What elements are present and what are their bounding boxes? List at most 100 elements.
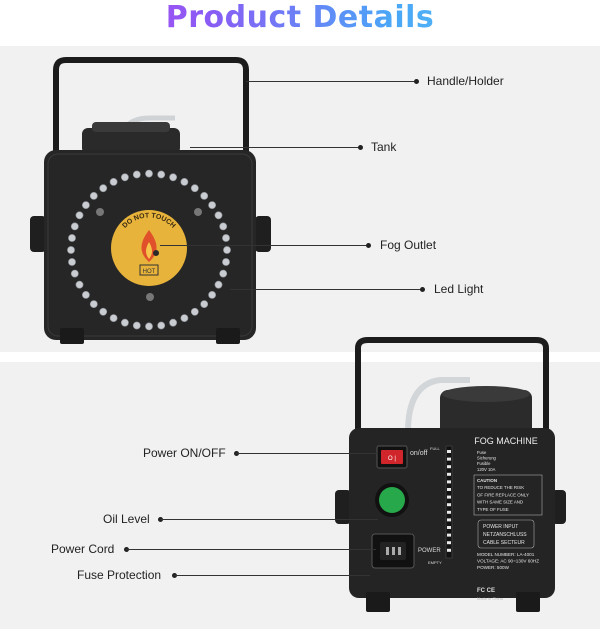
spec-line: MODEL NUMBER: LA-4001 — [477, 552, 535, 557]
callout-tank: Tank — [371, 140, 397, 154]
callout-handle: Handle/Holder — [427, 74, 504, 88]
page-title: Product Details — [0, 0, 600, 40]
caution-line: OF FIRE REPLACE ONLY — [477, 492, 529, 497]
led-bulb — [169, 173, 177, 182]
left-knob — [335, 490, 351, 524]
callout-fog-outlet: Fog Outlet — [380, 238, 437, 252]
tank-dot — [358, 145, 363, 150]
full-label: FULL — [430, 446, 441, 451]
level-mark — [447, 495, 451, 499]
led-bulb — [200, 191, 209, 200]
fog-outlet-leader — [160, 245, 368, 246]
caution-line: WITH SAME SIZE AND — [477, 500, 523, 505]
led-ring — [67, 169, 231, 331]
right-knob — [552, 490, 566, 524]
led-bulb — [109, 314, 118, 322]
power-input-box — [477, 519, 535, 549]
right-knob — [255, 216, 271, 252]
led-bulb — [99, 184, 108, 193]
back-title: FOG MACHINE — [474, 436, 538, 446]
led-bulb — [75, 280, 84, 289]
handle — [53, 57, 249, 164]
fog-outlet-dot — [366, 243, 371, 248]
cert-marks: FC CE — [477, 588, 495, 594]
hot-icon — [139, 264, 159, 276]
level-mark — [447, 533, 451, 537]
led-bulb — [222, 258, 230, 266]
level-mark — [447, 503, 451, 507]
led-bulb — [214, 280, 223, 289]
led-bulb — [223, 246, 231, 254]
fuse-line: 120V 10A — [477, 467, 496, 472]
fuse-line: Fusible — [477, 461, 491, 466]
caution-line: TYPE OF FUSE — [477, 507, 509, 512]
led-bulb — [132, 321, 141, 330]
level-mark — [447, 510, 451, 514]
led-bulb — [145, 322, 153, 331]
led-bulb — [121, 173, 129, 182]
led-bulb — [219, 269, 228, 278]
led-bulb — [190, 184, 199, 193]
level-mark — [447, 548, 451, 552]
level-mark — [447, 518, 451, 522]
screw — [146, 293, 154, 301]
oil-level-leader — [160, 519, 378, 520]
level-mark — [447, 480, 451, 484]
handle-leader — [246, 81, 416, 82]
spec-line: VOLTAGE: AC 90~130V 60HZ — [477, 558, 539, 563]
fuse-leader — [174, 575, 370, 576]
led-bulb — [200, 300, 209, 308]
level-gauge — [445, 445, 453, 559]
led-bulb — [70, 222, 79, 231]
screw — [194, 208, 202, 216]
led-bulb — [190, 307, 199, 316]
led-bulb — [157, 321, 166, 330]
left-knob — [30, 216, 46, 252]
level-mark — [447, 457, 451, 461]
led-dot — [420, 287, 425, 292]
level-marks — [447, 450, 451, 552]
fuse-line: Fuse — [477, 450, 487, 455]
level-mark — [447, 450, 451, 453]
handle — [355, 337, 549, 440]
led-bulb — [68, 258, 76, 266]
fuse-line: Sicherung — [477, 456, 497, 461]
led-bulb — [99, 307, 108, 316]
led-bulb — [82, 290, 90, 299]
led-bulb — [208, 290, 216, 299]
screw — [96, 208, 104, 216]
level-mark — [447, 465, 451, 469]
led-bulb — [89, 191, 98, 200]
caution-line: TO REDUCE THE RISK — [477, 485, 524, 490]
power-input-line: NETZANSCHLUSS — [483, 532, 527, 538]
led-bulb — [132, 170, 141, 179]
led-bulb — [157, 170, 166, 179]
callout-oil-level: Oil Level — [103, 512, 150, 526]
power-switch-leader — [236, 453, 378, 454]
led-bulb — [68, 234, 76, 242]
level-mark — [447, 541, 451, 545]
on-off-label: on/off — [410, 450, 427, 457]
tank-leader — [190, 147, 360, 148]
led-bulb — [89, 300, 98, 308]
led-bulb — [169, 318, 177, 327]
led-bulb — [180, 177, 189, 186]
led-bulb — [67, 246, 75, 254]
tank — [440, 390, 532, 436]
spec-line: POWER: 500W — [477, 565, 510, 570]
handle-dot — [414, 79, 419, 84]
power-input-line: CABLE SECTEUR — [483, 540, 525, 546]
level-mark — [447, 488, 451, 491]
led-leader — [230, 289, 422, 290]
led-bulb — [219, 222, 228, 231]
callout-power-switch: Power ON/OFF — [143, 446, 226, 460]
callout-power-cord: Power Cord — [51, 542, 115, 556]
fog-outlet — [153, 250, 159, 256]
led-bulb — [82, 201, 90, 209]
svg-text:O |: O | — [388, 456, 396, 462]
led-bulb — [222, 234, 230, 242]
